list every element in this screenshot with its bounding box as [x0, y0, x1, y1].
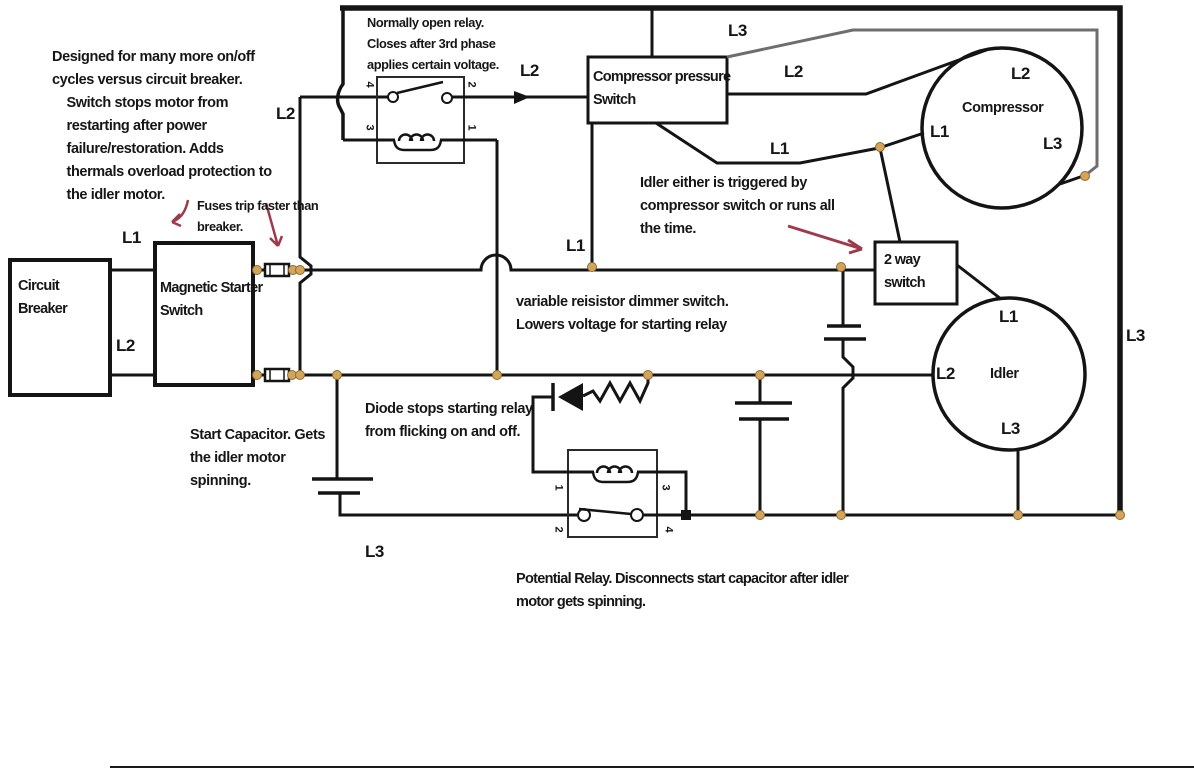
- relay-terminal-2: 2: [465, 81, 478, 88]
- phase-label-left-l2: L2: [276, 104, 295, 123]
- wire-coil-to-switch: [637, 470, 688, 515]
- phase-label-main-l1: L1: [566, 236, 585, 255]
- relay-coil-loops: [397, 133, 436, 142]
- wire-direction-arrow: [514, 91, 530, 104]
- circuit-breaker-label: Circuit Breaker: [18, 278, 68, 317]
- relay-switch-arm: [396, 80, 444, 95]
- annotation-arrows: [171, 199, 863, 255]
- wire-diode-to-coil: [531, 395, 594, 474]
- wire-switch-to-idler: [956, 263, 1002, 301]
- relay-coil-cradle: [392, 139, 443, 152]
- note-potential-relay: Potential Relay. Disconnects start capac…: [516, 571, 849, 610]
- resistor-zigzag: [582, 375, 650, 405]
- two-way-switch-label: 2 way switch: [884, 252, 926, 291]
- magnetic-starter-label: Magnetic Starter Switch: [160, 280, 263, 319]
- phase-label-idler-l2: L2: [936, 364, 955, 383]
- arrow-to-fuse: [264, 202, 284, 247]
- note-start-capacitor: Start Capacitor. Gets the idler motor sp…: [190, 427, 326, 489]
- wire-l1-to-two-way-switch: [878, 147, 902, 243]
- wire-joint-square: [681, 510, 691, 520]
- relay-contact-left: [387, 91, 399, 103]
- phase-label-comp-l3: L3: [1043, 134, 1062, 153]
- phase-label-cb-l2: L2: [116, 336, 135, 355]
- potential-relay-coil-cradle: [591, 471, 640, 484]
- note-diode: Diode stops starting relay from flicking…: [365, 401, 533, 440]
- l1-cap-bottom-lead: [841, 339, 855, 515]
- magnetic-starter-box: [153, 241, 255, 387]
- fuse-l2: [263, 367, 291, 383]
- compressor-label: Compressor: [962, 100, 1044, 116]
- phase-label-bottom-l3: L3: [365, 542, 384, 561]
- phase-label-relay-feed-l2: L2: [520, 61, 539, 80]
- idler-motor-circle: [931, 296, 1087, 452]
- wire-l1-to-compressor: [655, 121, 925, 165]
- fuse-l1-caps: [269, 264, 285, 276]
- fuse-l1: [263, 262, 291, 278]
- note-relay: Normally open relay. Closes after 3rd ph…: [367, 15, 499, 72]
- potential-relay-terminal-4: 4: [662, 526, 675, 533]
- wire-l3-border: [340, 5, 1123, 515]
- relay-terminal-3: 3: [363, 124, 376, 131]
- phase-label-right-l3: L3: [1126, 326, 1145, 345]
- phase-label-top-l3: L3: [728, 21, 747, 40]
- wire-l1-main: [289, 253, 875, 272]
- phase-label-ps-l1: L1: [770, 139, 789, 158]
- relay-terminal-4: 4: [363, 81, 376, 88]
- fuse-l2-caps: [269, 369, 285, 381]
- potential-relay-terminal-2: 2: [552, 526, 565, 533]
- note-magnetic-starter: Designed for many more on/off cycles ver…: [52, 49, 272, 203]
- arrow-to-starter: [171, 199, 190, 228]
- compressor-motor-circle: [920, 46, 1084, 210]
- potential-relay-terminal-1: 1: [552, 484, 565, 491]
- potential-relay-contact-right: [630, 508, 644, 522]
- arrow-to-two-way-switch: [787, 224, 863, 255]
- phase-label-cb-l1: L1: [122, 228, 141, 247]
- two-way-switch-box: [873, 240, 959, 306]
- wire-l2-relay-vertical: [298, 97, 313, 375]
- pressure-switch-label: Compressor pressure Switch: [593, 69, 731, 108]
- wire-l3-bottom-left: [338, 493, 577, 517]
- relay-box: [376, 76, 465, 164]
- idler-label: Idler: [990, 366, 1019, 382]
- wire-l3-gray-to-compressor: [726, 28, 1099, 176]
- phase-label-comp-l1: L1: [930, 122, 949, 141]
- note-dimmer-switch: variable reisistor dimmer switch. Lowers…: [516, 294, 729, 333]
- potential-relay-switch-arm: [578, 507, 632, 516]
- junction-dots: [252, 142, 1125, 520]
- note-idler-trigger: Idler either is triggered by compressor …: [640, 175, 835, 237]
- wire-l3-to-relay-coil: [335, 8, 345, 140]
- phase-label-idler-l1: L1: [999, 307, 1018, 326]
- phase-label-ps-l2: L2: [784, 62, 803, 81]
- diode-triangle: [558, 383, 583, 411]
- potential-relay-coil-loops: [595, 465, 634, 474]
- wire-l2-to-compressor: [727, 47, 990, 96]
- circuit-breaker-box: [8, 258, 112, 397]
- potential-relay-box: [567, 449, 658, 538]
- relay-terminal-1: 1: [465, 124, 478, 131]
- relay-contact-right: [441, 92, 453, 104]
- phase-label-comp-l2: L2: [1011, 64, 1030, 83]
- note-fuses: Fuses trip faster than breaker.: [197, 198, 319, 234]
- potential-relay-terminal-3: 3: [659, 484, 672, 491]
- phase-label-idler-l3: L3: [1001, 419, 1020, 438]
